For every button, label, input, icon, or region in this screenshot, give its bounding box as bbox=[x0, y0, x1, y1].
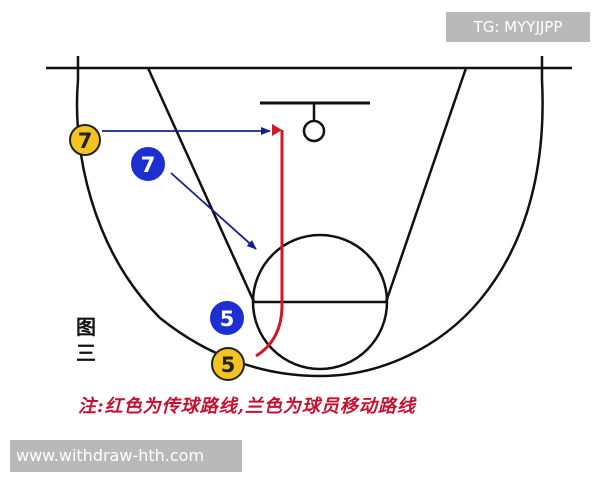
figure-label-line-1: 图 bbox=[76, 315, 96, 339]
watermark-top: TG: MYYJJPP bbox=[446, 12, 590, 42]
player-number: 5 bbox=[221, 353, 236, 377]
player-number: 7 bbox=[78, 129, 93, 153]
hoop-ring bbox=[302, 119, 326, 143]
player-yellow-5: 5 bbox=[211, 347, 245, 381]
free-throw-circle bbox=[251, 233, 389, 371]
pass-route-red bbox=[255, 124, 284, 358]
legend-caption: 注:红色为传球路线,兰色为球员移动路线 bbox=[78, 396, 416, 417]
figure-label: 图 三 bbox=[76, 314, 98, 366]
three-point-arc bbox=[75, 79, 544, 378]
player-number: 5 bbox=[220, 307, 235, 331]
figure-label-line-2: 三 bbox=[76, 341, 96, 365]
move-route-blue-7 bbox=[170, 172, 257, 250]
player-blue-5: 5 bbox=[208, 299, 246, 337]
watermark-bottom: www.withdraw-hth.com bbox=[10, 440, 242, 472]
lane-left-line bbox=[146, 67, 256, 303]
player-blue-7: 7 bbox=[129, 145, 167, 183]
player-yellow-7: 7 bbox=[69, 124, 101, 156]
lane-right-line bbox=[384, 67, 468, 303]
player-number: 7 bbox=[141, 153, 156, 177]
